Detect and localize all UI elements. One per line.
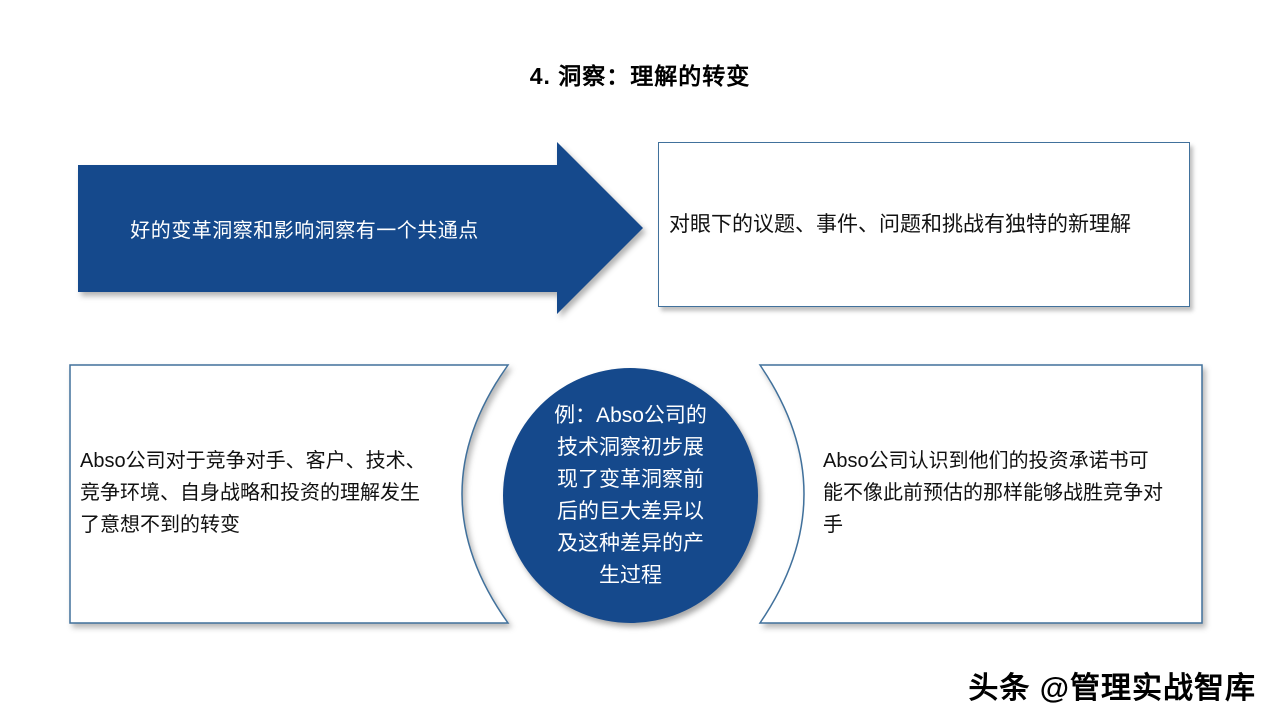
arrow-label: 好的变革洞察和影响洞察有一个共通点: [130, 220, 479, 242]
left-example-box-text: Abso公司对于竞争对手、客户、技术、竞争环境、自身战略和投资的理解发生了意想不…: [80, 450, 426, 536]
right-example-box-outline: [758, 364, 1203, 624]
example-circle-text: 例：Abso公司的技术洞察初步展现了变革洞察前后的巨大差异以及这种差异的产生过程: [554, 403, 707, 587]
left-example-box-outline: [69, 364, 510, 624]
right-arrow-polygon: [78, 142, 643, 314]
slide-title: 4. 洞察：理解的转变: [529, 63, 751, 89]
result-box-text: 对眼下的议题、事件、问题和挑战有独特的新理解: [669, 212, 1131, 236]
right-arrow-shape: [78, 142, 643, 314]
right-example-box-text: Abso公司认识到他们的投资承诺书可能不像此前预估的那样能够战胜竞争对手: [823, 450, 1163, 536]
example-circle: 例：Abso公司的技术洞察初步展现了变革洞察前后的巨大差异以及这种差异的产生过程: [503, 368, 758, 623]
watermark: 头条 @管理实战智库: [968, 672, 1256, 705]
left-example-box-shape: [69, 364, 510, 624]
result-box: 对眼下的议题、事件、问题和挑战有独特的新理解: [658, 142, 1190, 307]
right-example-box-shape: [758, 364, 1203, 624]
